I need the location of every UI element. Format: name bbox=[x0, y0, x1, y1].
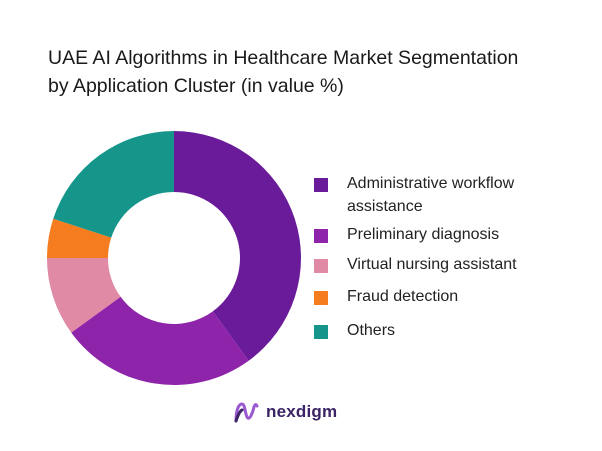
donut-slice-virtual-nursing-assistant bbox=[47, 258, 121, 333]
legend-item-administrative-workflow: Administrative workflow assistance bbox=[314, 172, 567, 218]
legend-item-virtual-nursing: Virtual nursing assistant bbox=[314, 253, 567, 276]
legend-swatch bbox=[314, 259, 328, 273]
legend-label: Others bbox=[347, 322, 396, 339]
legend-swatch bbox=[314, 229, 328, 243]
donut-slice-administrative-workflow-assistance bbox=[174, 131, 301, 361]
legend-swatch bbox=[314, 178, 328, 192]
donut-slice-others bbox=[53, 131, 175, 238]
legend-label: Virtual nursing assistant bbox=[347, 256, 517, 273]
chart-title: UAE AI Algorithms in Healthcare Market S… bbox=[48, 44, 588, 100]
legend-item-preliminary-diagnosis: Preliminary diagnosis bbox=[314, 223, 567, 246]
legend-label: Administrative workflow assistance bbox=[347, 175, 515, 215]
chart-title-line-2: by Application Cluster (in value %) bbox=[48, 75, 344, 97]
donut-slice-fraud-detection bbox=[47, 218, 112, 258]
legend-label: Fraud detection bbox=[347, 288, 459, 305]
chart-title-line-1: UAE AI Algorithms in Healthcare Market S… bbox=[48, 47, 519, 69]
legend-item-others: Others bbox=[314, 319, 567, 342]
legend-item-fraud-detection: Fraud detection bbox=[314, 285, 567, 308]
legend-label: Preliminary diagnosis bbox=[347, 226, 500, 243]
legend-swatch bbox=[314, 325, 328, 339]
nexdigm-logo-icon bbox=[234, 402, 259, 423]
nexdigm-logo-text: nexdigm bbox=[266, 402, 338, 421]
legend-swatch bbox=[314, 291, 328, 305]
nexdigm-logo: nexdigm bbox=[233, 401, 337, 423]
donut-slice-preliminary-diagnosis bbox=[71, 296, 249, 386]
